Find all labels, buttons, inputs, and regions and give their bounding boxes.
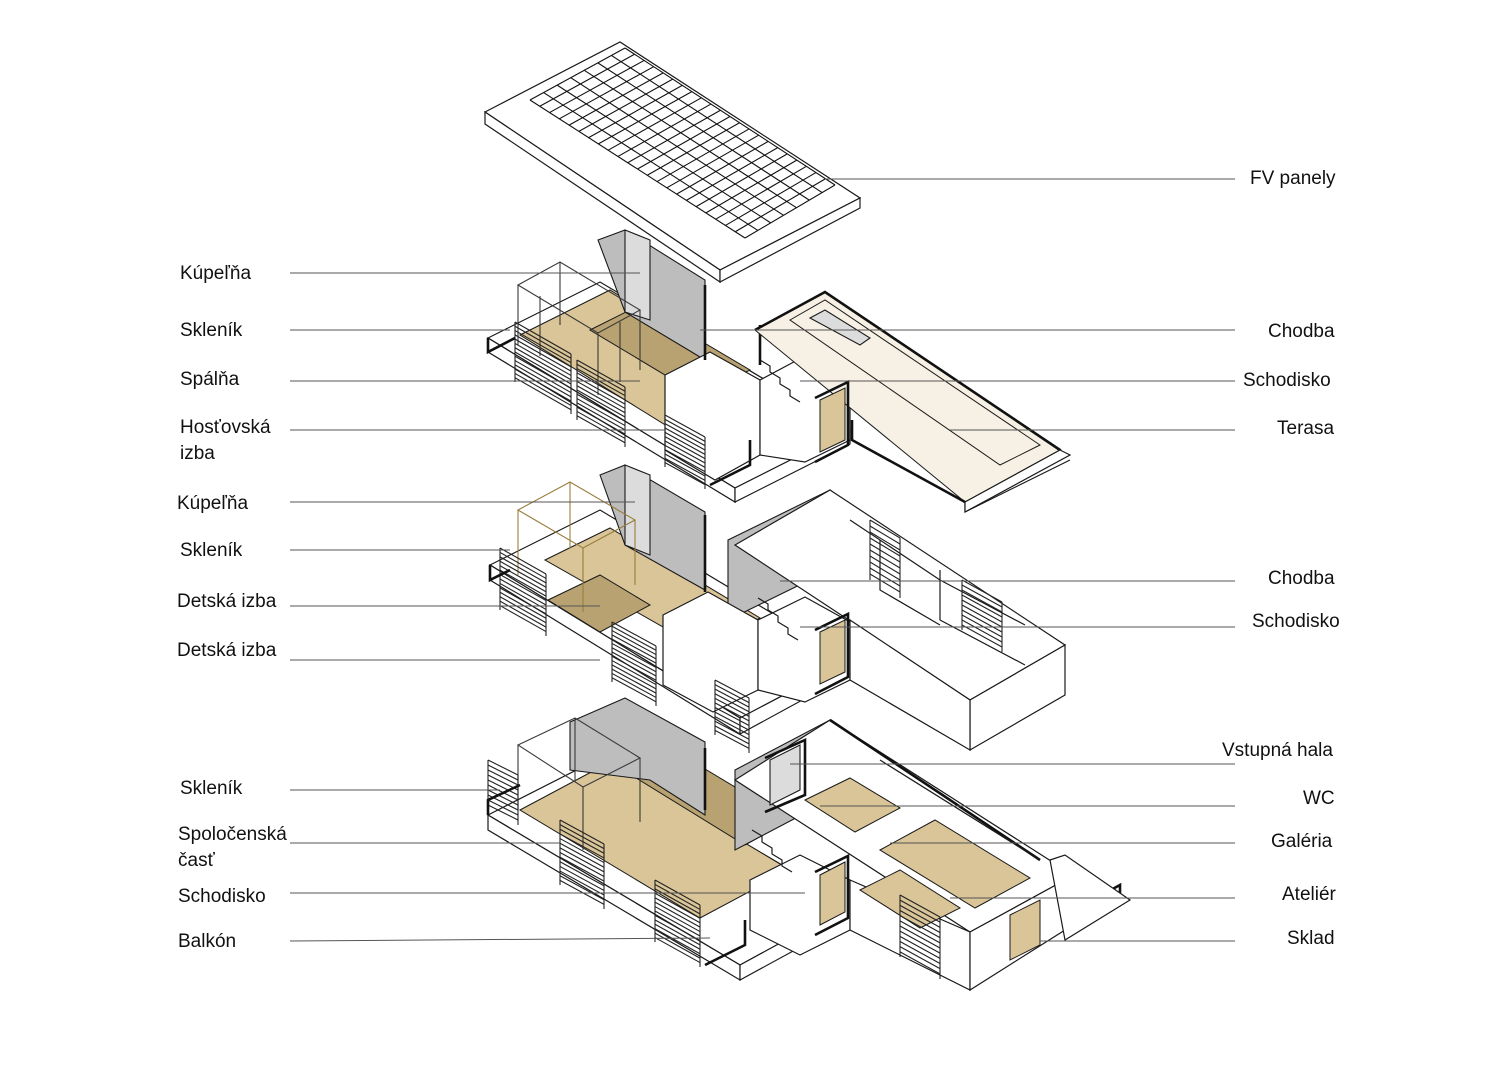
label-hostovska-line1: Hosťovská xyxy=(180,417,271,438)
label-sklad: Sklad xyxy=(1287,928,1335,949)
label-terasa: Terasa xyxy=(1277,418,1334,439)
label-sklenik-3: Skleník xyxy=(180,320,243,341)
label-spolocenska-line2: časť xyxy=(178,850,216,871)
label-galeria: Galéria xyxy=(1271,831,1333,852)
label-schodisko-3: Schodisko xyxy=(1243,370,1331,391)
label-chodba-2: Chodba xyxy=(1268,568,1335,589)
label-spolocenska-line1: Spoločenská xyxy=(178,824,287,845)
label-detska-izba-2: Detská izba xyxy=(177,640,277,661)
label-schodisko-1: Schodisko xyxy=(178,886,266,907)
label-chodba-3: Chodba xyxy=(1268,321,1335,342)
label-vstupna-hala: Vstupná hala xyxy=(1222,740,1333,761)
label-kupelna-2: Kúpeľňa xyxy=(177,493,248,514)
second-floor-axonometry-icon xyxy=(488,464,1067,753)
ground-floor-axonometry-icon xyxy=(486,697,1132,992)
label-sklenik-2: Skleník xyxy=(180,540,243,561)
label-fv-panely: FV panely xyxy=(1250,168,1336,189)
leader-lines xyxy=(289,178,1235,942)
label-spalna: Spálňa xyxy=(180,369,240,390)
label-sklenik-1: Skleník xyxy=(180,778,243,799)
pv-roof-icon xyxy=(483,41,862,284)
label-kupelna-3: Kúpeľňa xyxy=(180,263,251,284)
third-floor-axonometry-icon xyxy=(486,229,1072,514)
label-schodisko-2: Schodisko xyxy=(1252,611,1340,632)
label-balkon: Balkón xyxy=(178,931,236,952)
label-detska-izba-1: Detská izba xyxy=(177,591,277,612)
label-atelier: Ateliér xyxy=(1282,884,1337,905)
label-wc: WC xyxy=(1303,788,1335,809)
left-labels: Kúpeľňa Skleník Spálňa Hosťovská izba Kú… xyxy=(177,263,287,952)
right-labels: FV panely Chodba Schodisko Terasa Chodba… xyxy=(1222,168,1340,949)
label-hostovska-line2: izba xyxy=(180,443,215,464)
